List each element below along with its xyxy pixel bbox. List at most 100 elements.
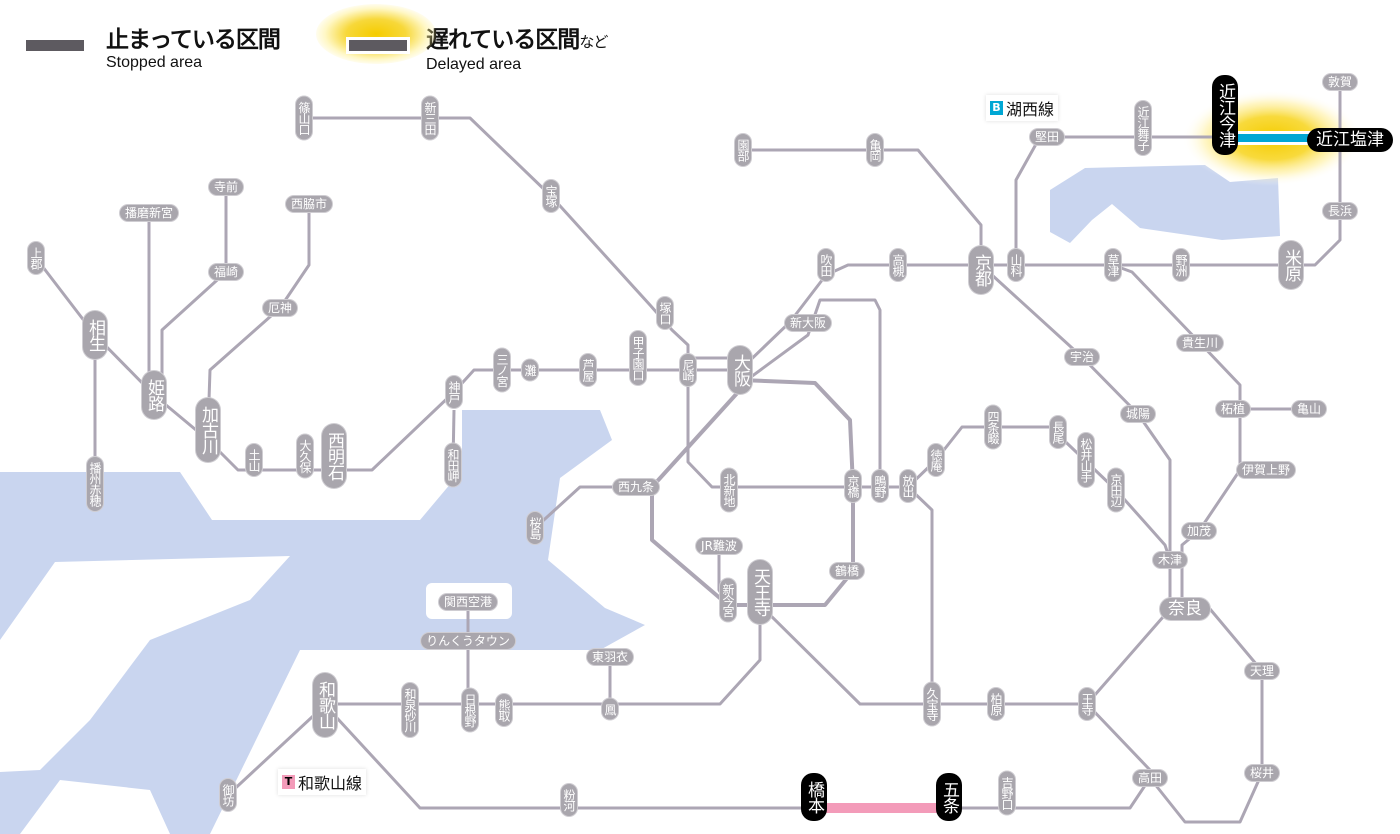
- station-label[interactable]: 城陽: [1120, 406, 1156, 422]
- station-label[interactable]: 鶴橋: [829, 563, 865, 579]
- station-label[interactable]: 福崎: [208, 264, 244, 280]
- station-label[interactable]: 松井山手: [1078, 433, 1094, 487]
- station-label[interactable]: 野洲: [1173, 249, 1189, 281]
- station-label[interactable]: 園部: [735, 134, 751, 166]
- station-label[interactable]: 北新地: [721, 468, 737, 512]
- legend-delayed: 遅れている区間など Delayed area: [316, 4, 608, 74]
- station-label[interactable]: 関西空港: [438, 594, 498, 610]
- line-wakayama: [323, 608, 1264, 824]
- station-label[interactable]: JR難波: [696, 538, 742, 554]
- station-label[interactable]: 近江今津: [1212, 75, 1238, 155]
- line-bantan: [160, 187, 228, 395]
- station-label[interactable]: 加茂: [1181, 523, 1217, 539]
- stopped-swatch: [26, 40, 84, 51]
- station-label[interactable]: 奈良: [1160, 598, 1210, 620]
- station-label[interactable]: 柘植: [1215, 401, 1251, 417]
- station-label[interactable]: 鳳: [602, 698, 618, 720]
- station-label[interactable]: 西九条: [612, 479, 660, 495]
- station-label[interactable]: 和泉砂川: [402, 683, 418, 737]
- station-label[interactable]: 桜井: [1244, 765, 1280, 781]
- station-label[interactable]: 土山: [246, 444, 262, 476]
- station-label[interactable]: 放出: [900, 470, 916, 502]
- station-label[interactable]: 久宝寺: [924, 682, 940, 726]
- station-label[interactable]: 大阪: [728, 346, 752, 394]
- station-label[interactable]: 京都: [969, 246, 993, 294]
- station-label[interactable]: 吹田: [818, 249, 834, 281]
- station-label[interactable]: 堅田: [1029, 129, 1065, 145]
- station-label[interactable]: 伊賀上野: [1236, 462, 1296, 478]
- legend-stopped-ja: 止まっている区間: [106, 27, 281, 53]
- line-kisei: [226, 703, 327, 797]
- station-label[interactable]: 東羽衣: [586, 649, 634, 665]
- station-label[interactable]: 灘: [522, 359, 538, 381]
- station-label[interactable]: 播州赤穂: [87, 457, 103, 511]
- station-label[interactable]: 尼崎: [680, 354, 696, 386]
- station-label[interactable]: 京橋: [845, 470, 861, 502]
- station-label[interactable]: 敦賀: [1322, 74, 1358, 90]
- station-label[interactable]: 熊取: [496, 694, 512, 726]
- station-label[interactable]: 宝塚: [543, 180, 559, 212]
- line-kosei: [1014, 135, 1225, 265]
- station-label[interactable]: 近江塩津: [1307, 128, 1393, 152]
- station-label[interactable]: りんくうタウン: [421, 633, 515, 649]
- station-label[interactable]: 日根野: [462, 688, 478, 732]
- station-label[interactable]: 木津: [1152, 552, 1188, 568]
- station-label[interactable]: 篠山口: [296, 96, 312, 140]
- station-label[interactable]: 吉野口: [999, 771, 1015, 815]
- station-label[interactable]: 桜島: [527, 512, 543, 544]
- station-label[interactable]: 五条: [936, 773, 962, 821]
- station-label[interactable]: 米原: [1279, 241, 1303, 289]
- station-label[interactable]: 亀岡: [867, 134, 883, 166]
- station-label[interactable]: 新三田: [422, 96, 438, 140]
- station-label[interactable]: 御坊: [220, 779, 236, 811]
- station-label[interactable]: 粉河: [561, 784, 577, 816]
- station-label[interactable]: 甲子園口: [630, 331, 646, 385]
- station-label[interactable]: 山科: [1008, 249, 1024, 281]
- station-label[interactable]: 加古川: [196, 398, 220, 462]
- station-label[interactable]: 西明石: [322, 424, 346, 488]
- station-label[interactable]: 橋本: [801, 773, 827, 821]
- legend-stopped-en: Stopped area: [106, 54, 203, 71]
- station-label[interactable]: 天王寺: [748, 560, 772, 624]
- station-label[interactable]: 鴫野: [872, 470, 888, 502]
- station-label[interactable]: 大久保: [297, 434, 313, 478]
- station-label[interactable]: 神戸: [446, 376, 462, 408]
- station-label[interactable]: 亀山: [1291, 401, 1327, 417]
- station-label[interactable]: 天理: [1244, 663, 1280, 679]
- line-label-kosei[interactable]: B 湖西線: [986, 95, 1059, 121]
- station-label[interactable]: 四条畷: [985, 405, 1001, 449]
- station-label[interactable]: 柏原: [988, 688, 1004, 720]
- line-osaka-higashi: [739, 298, 934, 704]
- station-label[interactable]: 新今宮: [720, 578, 736, 622]
- station-label[interactable]: 相生: [83, 311, 107, 359]
- station-label[interactable]: 高田: [1132, 770, 1168, 786]
- station-label[interactable]: 塚口: [657, 297, 673, 329]
- kosei-line-badge: B: [990, 101, 1003, 115]
- station-label[interactable]: 王寺: [1079, 688, 1095, 720]
- station-label[interactable]: 和歌山: [313, 673, 337, 737]
- line-sagano: [743, 148, 983, 265]
- station-label[interactable]: 新大阪: [784, 315, 832, 331]
- station-label[interactable]: 長浜: [1322, 203, 1358, 219]
- station-label[interactable]: 厄神: [262, 300, 298, 316]
- station-label[interactable]: 貴生川: [1176, 335, 1224, 351]
- station-label[interactable]: 三ノ宮: [494, 348, 510, 392]
- station-label[interactable]: 草津: [1105, 249, 1121, 281]
- station-label[interactable]: 宇治: [1064, 349, 1100, 365]
- station-label[interactable]: 芦屋: [580, 354, 596, 386]
- station-label[interactable]: 西脇市: [285, 196, 333, 212]
- lower-land: [20, 780, 170, 834]
- lake-biwa: [1050, 165, 1280, 243]
- station-label[interactable]: 徳庵: [928, 444, 944, 476]
- line-label-wakayama[interactable]: T 和歌山線: [278, 769, 367, 795]
- station-label[interactable]: 播磨新宮: [119, 205, 179, 221]
- station-label[interactable]: 上郡: [28, 242, 44, 274]
- station-label[interactable]: 姫路: [142, 371, 166, 419]
- station-label[interactable]: 長尾: [1050, 416, 1066, 448]
- station-label[interactable]: 和田岬: [445, 443, 461, 487]
- station-label[interactable]: 京田辺: [1108, 468, 1124, 512]
- station-label[interactable]: 近江舞子: [1135, 101, 1151, 155]
- station-label[interactable]: 寺前: [208, 179, 244, 195]
- station-label[interactable]: 高槻: [890, 249, 906, 281]
